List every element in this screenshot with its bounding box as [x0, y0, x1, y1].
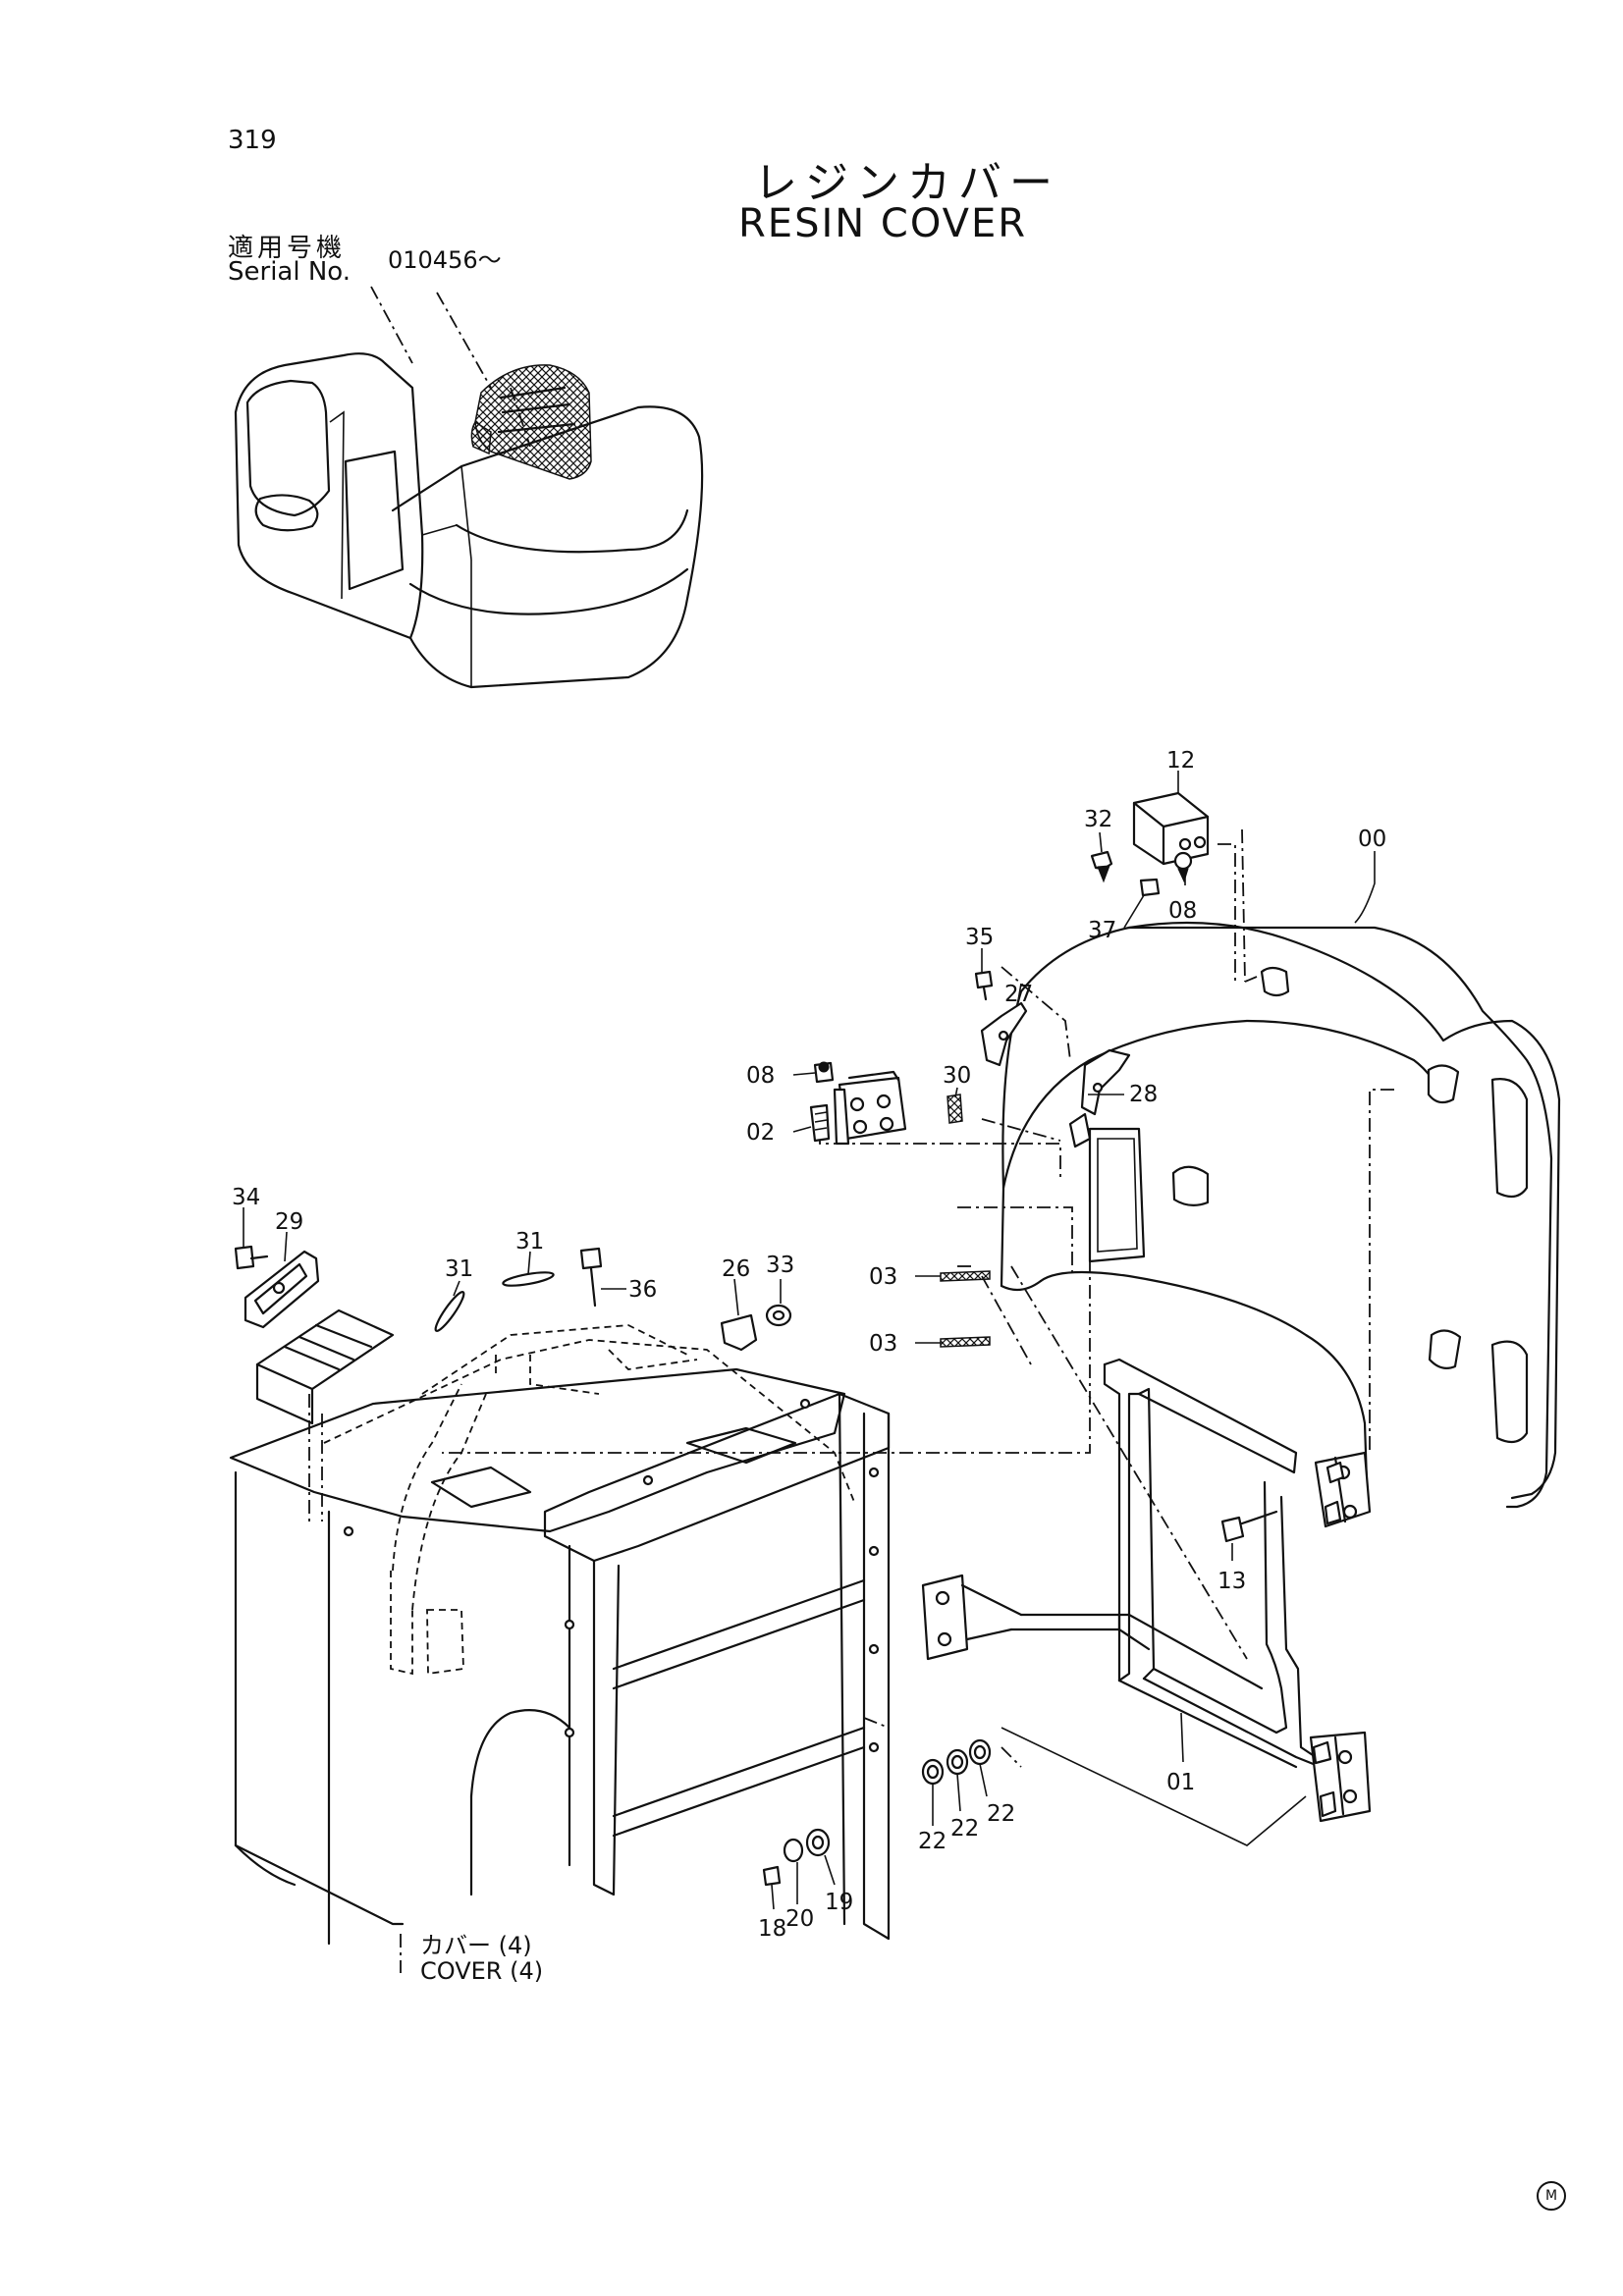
cover-reference-japanese: カバー (4): [420, 1932, 532, 1959]
bracket-12: [1132, 791, 1210, 866]
part-33-label: 33: [766, 1253, 794, 1278]
resin-cover-body: [1000, 921, 1561, 1509]
seal-strips-03: [940, 1270, 991, 1348]
part-13-label: 13: [1217, 1569, 1246, 1594]
part-08-label-top: 08: [1168, 898, 1197, 924]
part-22-label-2: 22: [950, 1816, 979, 1842]
part-37-label: 37: [1088, 918, 1116, 943]
packing-30: [947, 1094, 963, 1124]
part-22-label-1: 22: [918, 1829, 947, 1854]
part-35-label: 35: [965, 925, 994, 950]
part-32-label: 32: [1084, 807, 1112, 832]
serial-label-english: Serial No.: [228, 257, 351, 287]
stay-27-28: [980, 1001, 1131, 1148]
assembly-reference-lines: [442, 828, 1394, 1846]
part-34-label: 34: [232, 1185, 260, 1210]
title-japanese: レジンカバー: [754, 158, 1060, 208]
part-callouts: 00 12 32 08 37 35 27 28 30 08 02 03 03 1…: [232, 748, 1386, 1942]
serial-label-japanese: 適用号機: [228, 234, 347, 263]
part-00-label: 00: [1358, 827, 1386, 852]
part-18-label: 18: [758, 1916, 786, 1942]
fasteners: [234, 850, 1278, 1887]
part-02-label: 02: [746, 1120, 775, 1146]
part-01-label: 01: [1166, 1770, 1195, 1795]
hinge-plate-assembly: [809, 1070, 907, 1146]
part-20-label: 20: [785, 1906, 814, 1932]
part-31-label-left: 31: [445, 1256, 473, 1282]
part-27-label: 27: [1004, 982, 1033, 1007]
part-03-label-upper: 03: [869, 1264, 897, 1290]
serial-number-value: 010456～: [388, 246, 502, 274]
cover-frame: [921, 1358, 1372, 1823]
part-29-label: 29: [275, 1209, 303, 1235]
part-22-label-3: 22: [987, 1801, 1015, 1827]
page-number: 319: [228, 126, 277, 155]
part-28-label: 28: [1129, 1082, 1158, 1107]
part-31-label-right: 31: [515, 1229, 544, 1255]
part-12-label: 12: [1166, 748, 1195, 774]
machine-base-structure: [229, 1308, 891, 1973]
part-26-label: 26: [722, 1256, 750, 1282]
part-08-label-left: 08: [746, 1063, 775, 1089]
machine-overview-illustration: [234, 286, 704, 689]
part-30-label: 30: [943, 1063, 971, 1089]
part-19-label: 19: [825, 1890, 853, 1915]
part-36-label: 36: [628, 1277, 657, 1303]
title-english: RESIN COVER: [738, 201, 1028, 246]
cover-reference-english: COVER (4): [420, 1957, 544, 1985]
part-03-label-lower: 03: [869, 1331, 897, 1357]
corner-m-mark: M: [1537, 2181, 1566, 2211]
